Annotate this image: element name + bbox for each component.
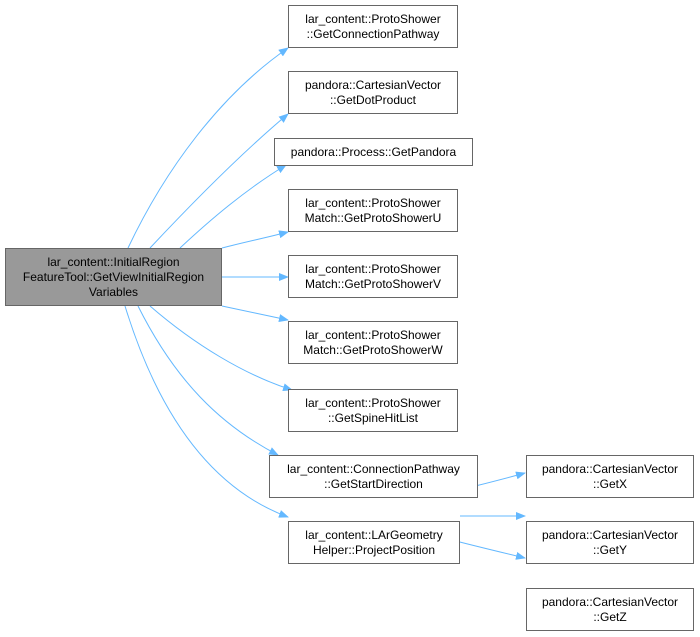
node-line-2: ::GetY: [592, 542, 627, 557]
node-line-2: ::GetX: [592, 476, 627, 491]
root-line-2: FeatureTool::GetViewInitialRegion: [22, 269, 205, 284]
edge-root-to-n9: [124, 305, 289, 518]
node-line-1: pandora::CartesianVector: [541, 461, 679, 476]
node-get-pandora[interactable]: pandora::Process::GetPandora: [274, 138, 473, 166]
node-project-position[interactable]: lar_content::LArGeometry Helper::Project…: [288, 521, 460, 564]
node-line-1: lar_content::LArGeometry: [305, 527, 443, 542]
edge-root-to-n4: [221, 230, 289, 249]
node-line-2: Match::GetProtoShowerU: [304, 210, 442, 225]
node-line-1: pandora::Process::GetPandora: [290, 144, 457, 159]
node-get-proto-shower-u[interactable]: lar_content::ProtoShower Match::GetProto…: [288, 189, 458, 232]
node-line-2: ::GetDotProduct: [329, 92, 417, 107]
root-line-3: Variables: [88, 284, 139, 299]
edge-n9-to-n12: [451, 539, 526, 560]
node-line-1: lar_content::ConnectionPathway: [287, 461, 460, 476]
node-line-2: Match::GetProtoShowerW: [303, 342, 443, 357]
node-line-1: pandora::CartesianVector: [541, 527, 679, 542]
node-line-2: ::GetConnectionPathway: [306, 26, 440, 41]
node-line-1: lar_content::ProtoShower: [305, 195, 441, 210]
edge-root-to-n7: [149, 305, 293, 392]
node-line-2: Helper::ProjectPosition: [312, 542, 436, 557]
root-function-node[interactable]: lar_content::InitialRegion FeatureTool::…: [5, 248, 222, 306]
node-line-1: pandora::CartesianVector: [541, 594, 679, 609]
node-get-start-direction[interactable]: lar_content::ConnectionPathway ::GetStar…: [269, 455, 478, 498]
node-line-1: lar_content::ProtoShower: [305, 327, 441, 342]
node-line-1: lar_content::ProtoShower: [305, 11, 441, 26]
node-line-2: ::GetStartDirection: [324, 476, 423, 491]
node-line-1: pandora::CartesianVector: [304, 77, 442, 92]
edge-root-to-n1: [127, 47, 289, 249]
node-line-2: ::GetSpineHitList: [327, 410, 419, 425]
edge-root-to-n3: [179, 164, 287, 249]
node-get-x[interactable]: pandora::CartesianVector ::GetX: [526, 455, 694, 498]
node-line-2: Match::GetProtoShowerV: [304, 276, 442, 291]
node-get-y[interactable]: pandora::CartesianVector ::GetY: [526, 521, 694, 564]
node-get-dot-product[interactable]: pandora::CartesianVector ::GetDotProduct: [288, 71, 458, 114]
node-line-1: lar_content::ProtoShower: [305, 261, 441, 276]
node-line-1: lar_content::ProtoShower: [305, 395, 441, 410]
edge-root-to-n2: [149, 113, 289, 249]
edge-root-to-n8: [137, 305, 279, 456]
node-get-proto-shower-w[interactable]: lar_content::ProtoShower Match::GetProto…: [288, 321, 458, 364]
edge-root-to-n6: [221, 305, 289, 322]
root-line-1: lar_content::InitialRegion: [47, 254, 180, 269]
node-get-spine-hit-list[interactable]: lar_content::ProtoShower ::GetSpineHitLi…: [288, 389, 458, 432]
node-line-2: ::GetZ: [593, 609, 627, 624]
node-get-proto-shower-v[interactable]: lar_content::ProtoShower Match::GetProto…: [288, 255, 458, 298]
node-get-z[interactable]: pandora::CartesianVector ::GetZ: [526, 588, 694, 631]
node-get-connection-pathway[interactable]: lar_content::ProtoShower ::GetConnection…: [288, 5, 458, 48]
